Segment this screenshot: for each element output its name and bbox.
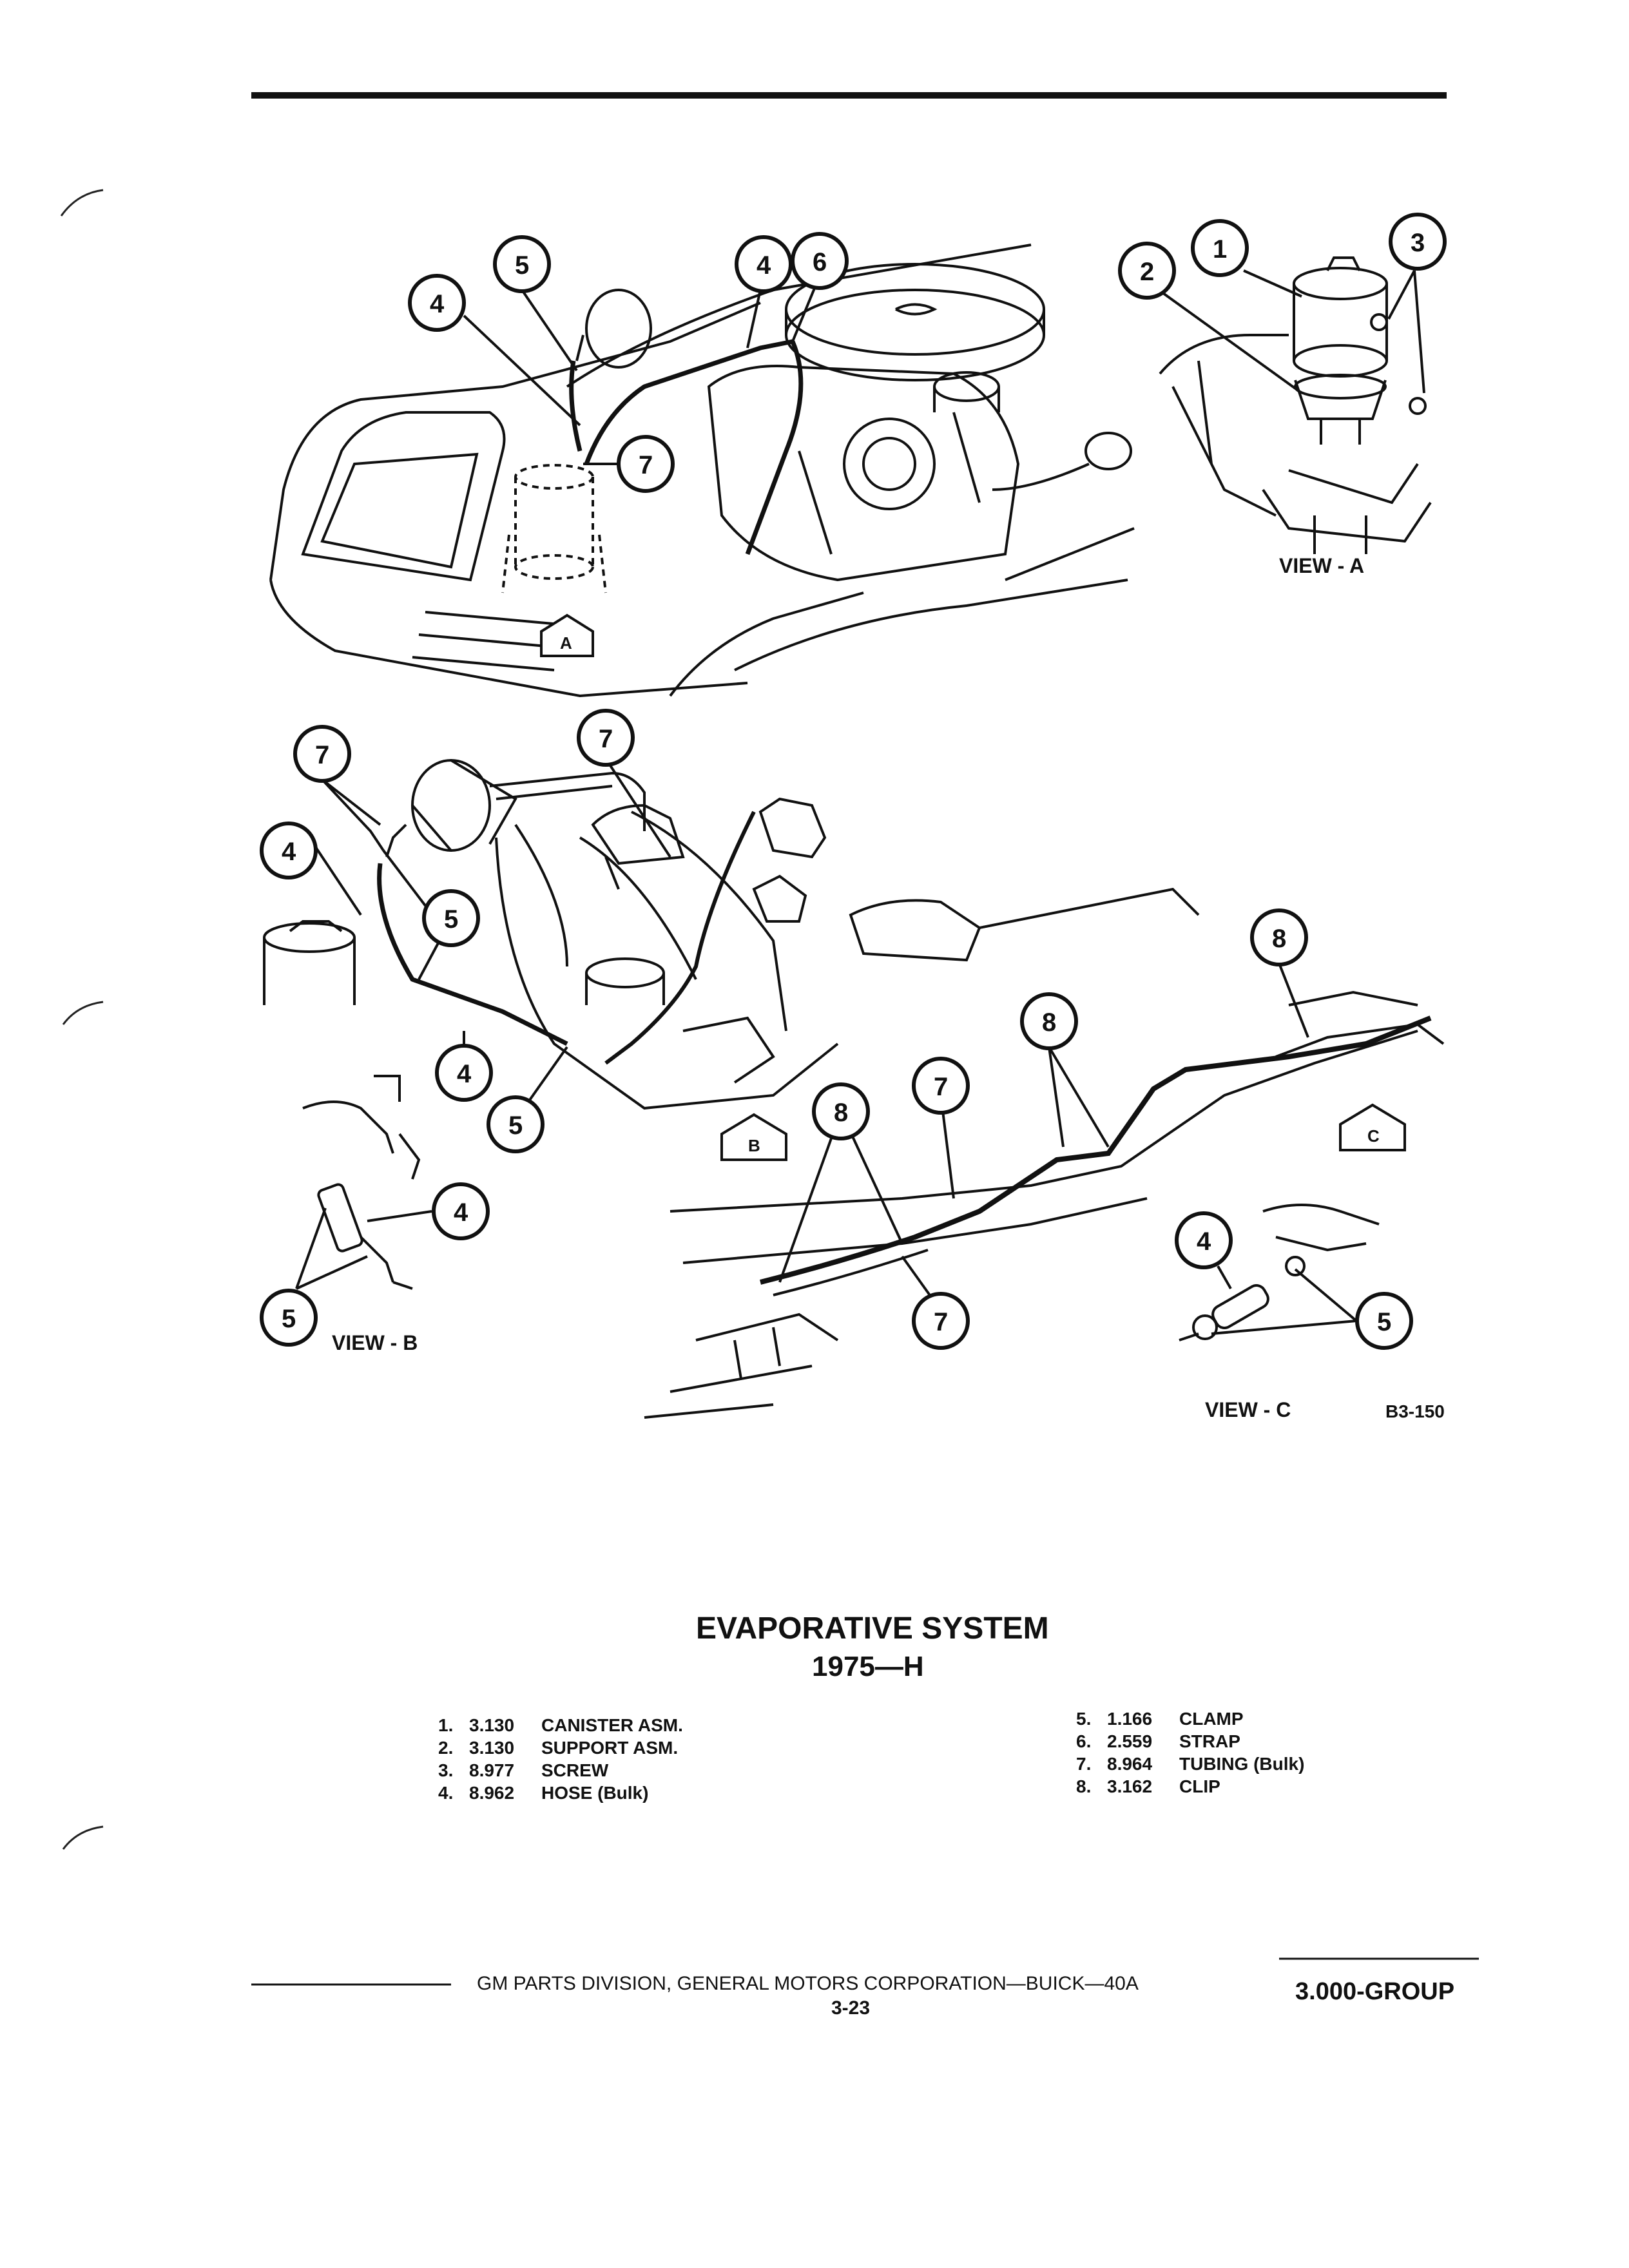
callout-4: 4	[454, 1198, 468, 1227]
figure-reference: B3-150	[1385, 1401, 1445, 1421]
view-a-marker	[540, 613, 594, 657]
callout-7: 7	[934, 1308, 949, 1336]
callout-1: 1	[1213, 235, 1228, 264]
middle-left-drawing	[263, 759, 1200, 1110]
page-title: EVAPORATIVE SYSTEM	[696, 1611, 1049, 1646]
callout-7: 7	[639, 451, 653, 479]
callout-8: 8	[1272, 925, 1287, 953]
view-a-label: VIEW - A	[1279, 554, 1365, 577]
part-name: TUBING (Bulk)	[1179, 1754, 1305, 1774]
scan-mark	[60, 189, 104, 216]
callout-7: 7	[599, 725, 613, 753]
leader-lines	[295, 269, 1425, 1335]
callout-5: 5	[282, 1305, 296, 1333]
callout-8: 8	[1042, 1008, 1057, 1037]
part-name: CLAMP	[1179, 1709, 1244, 1729]
group-label: 3.000-GROUP	[1295, 1978, 1455, 2005]
callout-8: 8	[834, 1099, 849, 1127]
part-name: STRAP	[1179, 1731, 1240, 1751]
view-c-marker	[1339, 1103, 1406, 1151]
page-subtitle: 1975—H	[812, 1651, 924, 1682]
scan-mark	[62, 1001, 104, 1025]
callout-3: 3	[1411, 229, 1425, 257]
view-b-marker-letter: B	[748, 1136, 760, 1155]
view-c-marker-letter: C	[1367, 1126, 1380, 1146]
callout-circles	[262, 215, 1445, 1348]
callout-4: 4	[757, 251, 771, 280]
view-a-drawing	[1159, 256, 1432, 554]
callout-4: 4	[1197, 1227, 1211, 1256]
center-bottom-drawing	[644, 990, 1445, 1419]
callout-2: 2	[1140, 258, 1155, 286]
scan-mark	[62, 1825, 104, 1850]
part-name: CLIP	[1179, 1776, 1220, 1796]
callout-4: 4	[282, 838, 296, 866]
callout-6: 6	[813, 248, 827, 276]
part-name: SCREW	[541, 1760, 609, 1780]
view-b-label: VIEW - B	[332, 1331, 418, 1354]
view-b-marker	[720, 1113, 787, 1161]
callout-4: 4	[430, 290, 445, 318]
engine-bay-drawing	[269, 244, 1135, 698]
part-name: CANISTER ASM.	[541, 1715, 683, 1735]
view-b-drawing	[302, 1075, 421, 1290]
part-name: SUPPORT ASM.	[541, 1738, 679, 1758]
callout-5: 5	[508, 1111, 523, 1140]
callout-4: 4	[457, 1060, 472, 1088]
view-c-label: VIEW - C	[1205, 1398, 1291, 1421]
callout-7: 7	[934, 1073, 949, 1101]
part-name: HOSE (Bulk)	[541, 1783, 649, 1803]
callout-7: 7	[315, 741, 330, 769]
view-a-marker-letter: A	[560, 633, 572, 653]
callout-5: 5	[444, 905, 459, 934]
view-c-drawing	[1179, 1204, 1380, 1341]
callout-5: 5	[515, 251, 530, 280]
callout-5: 5	[1377, 1308, 1392, 1336]
footer-publisher: GM PARTS DIVISION, GENERAL MOTORS CORPOR…	[477, 1973, 1139, 1994]
page-number: 3-23	[831, 1997, 871, 2019]
